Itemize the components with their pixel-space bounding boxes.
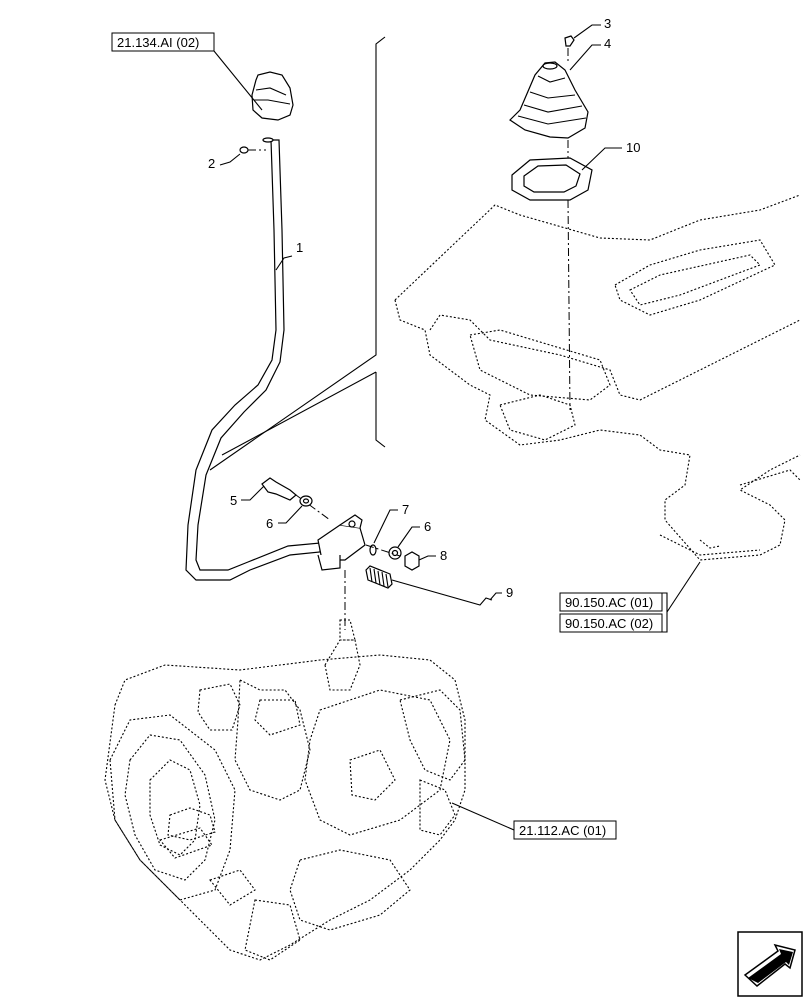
callout-10: 10: [581, 140, 640, 171]
callout-6a: 6: [266, 505, 303, 531]
ref-text-cab-floor-1: 90.150.AC (01): [565, 595, 653, 610]
cab-floor-outline: [394, 194, 801, 561]
bolt-part-5: [261, 477, 331, 521]
callout-7: 7: [373, 502, 409, 544]
svg-text:10: 10: [626, 140, 640, 155]
svg-text:3: 3: [604, 16, 611, 31]
bracket-cab-floor: [662, 561, 701, 633]
transmission-outline: [104, 619, 466, 961]
leader-knob: [213, 50, 263, 111]
washer-part-6a: [299, 495, 313, 507]
nut-part-8: [365, 544, 420, 571]
cut-boundary: [209, 36, 386, 471]
svg-text:6: 6: [424, 519, 431, 534]
gear-lever: [185, 137, 321, 581]
ring-part-10: [511, 157, 593, 201]
ref-text-knob: 21.134.AI (02): [117, 35, 199, 50]
leader-transmission: [451, 802, 515, 831]
svg-text:2: 2: [208, 156, 215, 171]
callout-8: 8: [418, 548, 447, 563]
svg-text:8: 8: [440, 548, 447, 563]
callout-2: 2: [208, 153, 241, 171]
svg-text:9: 9: [506, 585, 513, 600]
ref-text-transmission: 21.112.AC (01): [519, 823, 606, 838]
center-lines: [344, 48, 571, 630]
pin-part-2: [239, 146, 266, 154]
lever-bracket: [317, 514, 366, 571]
callout-6b: 6: [397, 519, 431, 548]
ref-box-cab-floor-2[interactable]: 90.150.AC (02): [559, 613, 663, 633]
screw-part-3: [564, 35, 575, 47]
ref-box-cab-floor-1[interactable]: 90.150.AC (01): [559, 592, 663, 612]
next-page-arrow-icon[interactable]: [737, 931, 803, 997]
svg-text:6: 6: [266, 516, 273, 531]
pin-part-7: [369, 544, 377, 556]
callout-1: 1: [275, 240, 303, 271]
ref-box-transmission[interactable]: 21.112.AC (01): [513, 820, 617, 840]
callout-3: 3: [573, 16, 611, 39]
ref-text-cab-floor-2: 90.150.AC (02): [565, 616, 653, 631]
callout-5: 5: [230, 485, 265, 508]
rubber-boot-part-4: [509, 61, 589, 139]
callout-9: 9: [489, 585, 513, 601]
svg-text:1: 1: [296, 240, 303, 255]
gear-knob: [251, 71, 294, 121]
ref-box-knob[interactable]: 21.134.AI (02): [111, 32, 215, 52]
spring-part-9: [365, 565, 493, 606]
callout-4: 4: [569, 36, 611, 71]
svg-text:5: 5: [230, 493, 237, 508]
svg-text:4: 4: [604, 36, 611, 51]
svg-text:7: 7: [402, 502, 409, 517]
washer-part-6b: [388, 546, 402, 560]
